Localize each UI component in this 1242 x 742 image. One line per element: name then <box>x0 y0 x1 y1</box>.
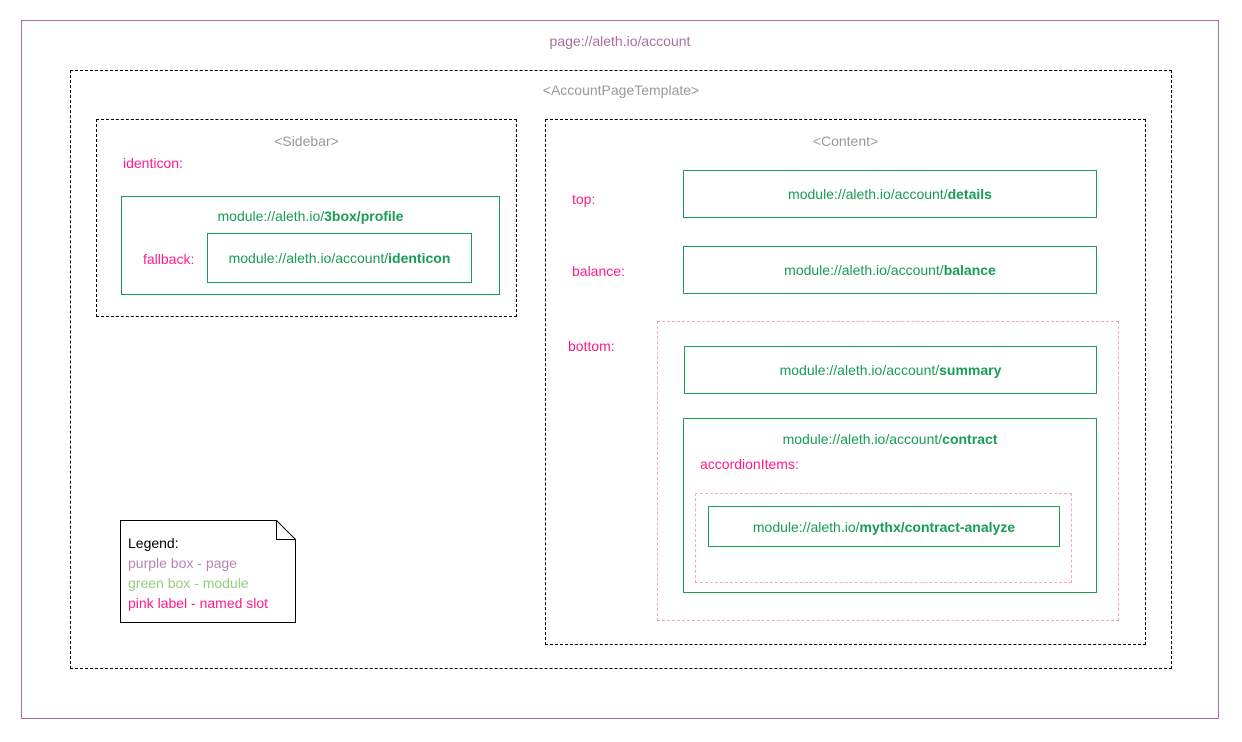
module-uri-prefix: module://aleth.io/ <box>217 208 325 224</box>
accordion-items-group: module://aleth.io/mythx/contract-analyze <box>695 493 1072 583</box>
module-uri-name: details <box>947 186 992 202</box>
module-uri-text: module://aleth.io/3box/profile <box>218 208 404 224</box>
module-uri-name: balance <box>943 262 996 278</box>
sidebar-box: <Sidebar> identicon: module://aleth.io/3… <box>96 119 517 317</box>
legend-title: Legend: <box>128 535 179 551</box>
module-box-account-balance: module://aleth.io/account/balance <box>683 246 1097 294</box>
slot-label-balance: balance: <box>572 263 625 279</box>
module-uri-prefix: module://aleth.io/ <box>752 518 860 535</box>
slot-label-identicon: identicon: <box>123 155 183 171</box>
module-uri-name: identicon <box>388 250 451 266</box>
slot-label-accordion-items: accordionItems: <box>700 456 799 472</box>
module-uri-name: mythx/contract-analyze <box>859 518 1016 535</box>
bottom-slot-group: module://aleth.io/account/summary module… <box>657 321 1119 621</box>
module-uri-name: contract <box>942 431 998 447</box>
legend-item-module: green box - module <box>128 575 249 591</box>
legend-item-slot: pink label - named slot <box>128 595 269 611</box>
content-box: <Content> top: module://aleth.io/account… <box>545 119 1146 645</box>
account-page-template-box: <AccountPageTemplate> <Sidebar> identico… <box>70 70 1172 669</box>
module-uri-prefix: module://aleth.io/account/ <box>228 250 389 266</box>
page-title: page://aleth.io/account <box>549 33 691 49</box>
module-uri-text: module://aleth.io/account/contract <box>783 431 998 447</box>
module-uri-prefix: module://aleth.io/account/ <box>784 262 944 278</box>
module-box-mythx-contract-analyze: module://aleth.io/mythx/contract-analyze <box>708 506 1060 547</box>
account-page-template-label: <AccountPageTemplate> <box>542 82 700 98</box>
module-uri-prefix: module://aleth.io/account/ <box>788 186 948 202</box>
module-uri-name: summary <box>939 362 1002 378</box>
module-box-account-summary: module://aleth.io/account/summary <box>684 346 1097 394</box>
page-boundary-box <box>21 20 1219 719</box>
content-label: <Content> <box>812 133 879 149</box>
module-uri-name: 3box/profile <box>324 208 404 224</box>
module-uri-3box-profile: module://aleth.io/3box/profile <box>122 208 499 224</box>
slot-label-fallback: fallback: <box>143 251 195 267</box>
sidebar-label: <Sidebar> <box>274 133 339 149</box>
module-uri-text: module://aleth.io/account/balance <box>784 262 996 278</box>
module-box-account-identicon: module://aleth.io/account/identicon <box>207 233 472 283</box>
module-uri-prefix: module://aleth.io/account/ <box>782 431 943 447</box>
module-box-3box-profile: module://aleth.io/3box/profile fallback:… <box>121 196 500 295</box>
legend-note: Legend: purple box - page green box - mo… <box>120 520 296 623</box>
slot-label-bottom: bottom: <box>568 338 615 354</box>
module-uri-account-contract: module://aleth.io/account/contract <box>684 431 1096 447</box>
module-box-account-contract: module://aleth.io/account/contract accor… <box>683 418 1097 593</box>
module-box-account-details: module://aleth.io/account/details <box>683 170 1097 218</box>
slot-label-top: top: <box>572 191 596 207</box>
module-uri-text: module://aleth.io/account/details <box>788 186 992 202</box>
module-uri-text: module://aleth.io/account/identicon <box>229 250 451 266</box>
module-uri-text: module://aleth.io/account/summary <box>780 362 1002 378</box>
module-uri-text: module://aleth.io/mythx/contract-analyze <box>753 519 1015 535</box>
note-shape-icon <box>120 520 296 623</box>
module-uri-prefix: module://aleth.io/account/ <box>779 362 940 378</box>
legend-item-page: purple box - page <box>128 555 237 571</box>
